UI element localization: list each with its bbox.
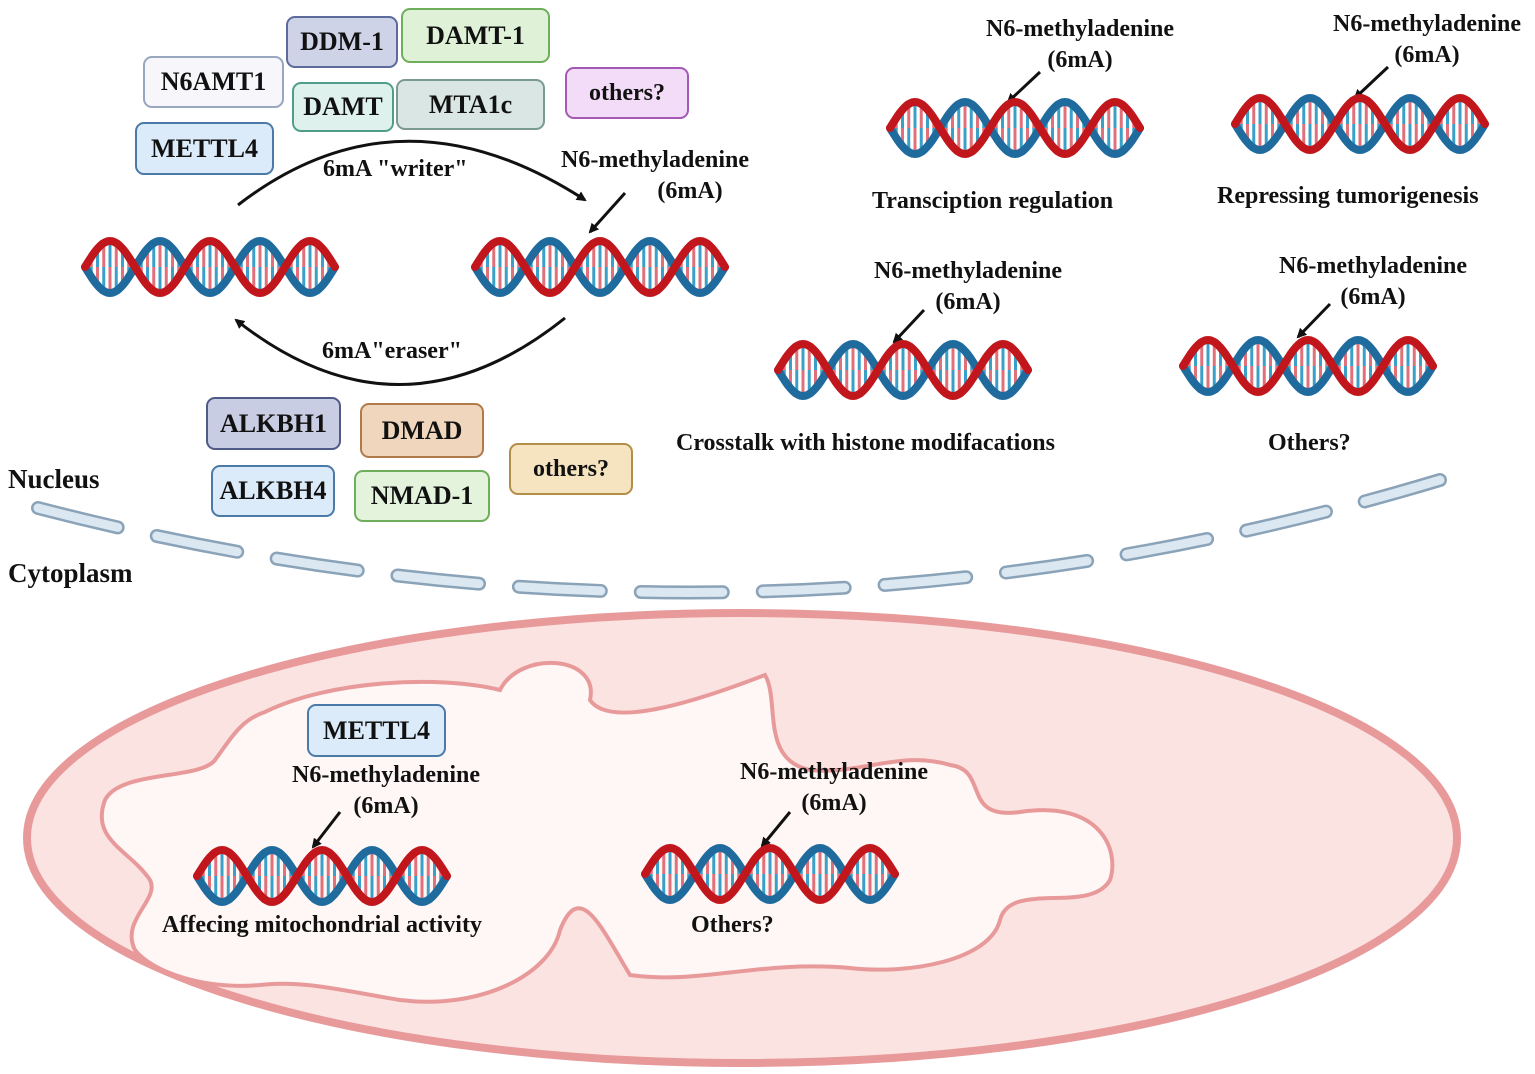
mark-abbr: (6mA) — [657, 178, 723, 204]
mark-label-mito-activity: N6-methyladenine (6mA) — [276, 760, 496, 822]
mark-arrow — [588, 191, 627, 234]
dna-strand-red — [641, 843, 899, 905]
mark-arrow — [1006, 70, 1042, 104]
mark-name: N6-methyladenine — [292, 762, 480, 788]
writer-arrow — [237, 139, 587, 207]
mark-arrow — [1353, 65, 1390, 100]
dna-strand-red — [81, 236, 339, 298]
function-others-nucleus: Others? — [1268, 430, 1351, 456]
dna-helix-mito-activity — [193, 845, 451, 907]
dna-strand-blue — [641, 843, 899, 905]
function-tumorigenesis: Repressing tumorigenesis — [1217, 183, 1479, 209]
mark-name: N6-methyladenine — [1333, 11, 1521, 37]
function-mito-others: Others? — [691, 912, 774, 938]
cytoplasm-label: Cytoplasm — [8, 558, 133, 588]
dna-strand-red — [1179, 335, 1437, 397]
mark-label-others-nucleus: N6-methyladenine (6mA) — [1263, 251, 1483, 313]
dna-helix-transcription — [886, 97, 1144, 159]
dna-strand-blue — [774, 339, 1032, 401]
dna-helix-mito-others — [641, 843, 899, 905]
dna-strand-red — [886, 97, 1144, 159]
enzyme-mettl4: METTL4 — [135, 122, 274, 175]
enzyme-ddm1: DDM-1 — [286, 16, 398, 68]
enzyme-alkbh4: ALKBH4 — [211, 465, 335, 517]
dna-strand-red — [193, 845, 451, 907]
mark-abbr: (6mA) — [1394, 42, 1460, 68]
dna-helix-methylated — [471, 236, 729, 298]
enzyme-damt: DAMT — [292, 82, 394, 132]
dna-helix-tumor — [1231, 93, 1489, 155]
enzyme-damt1: DAMT-1 — [401, 8, 550, 63]
mark-abbr: (6mA) — [801, 790, 867, 816]
enzyme-dmad: DMAD — [360, 403, 484, 458]
mark-name: N6-methyladenine — [740, 759, 928, 785]
mark-abbr: (6mA) — [1340, 284, 1406, 310]
eraser-label: 6mA"eraser" — [322, 338, 462, 364]
function-transcription: Transciption regulation — [872, 188, 1114, 214]
mark-abbr: (6mA) — [935, 289, 1001, 315]
mark-label-histone: N6-methyladenine (6mA) — [858, 256, 1078, 318]
enzyme-n6amt1: N6AMT1 — [143, 56, 284, 108]
mark-arrow — [892, 308, 926, 344]
dna-strand-blue — [886, 97, 1144, 159]
mark-arrow — [1296, 302, 1332, 339]
enzyme-alkbh1: ALKBH1 — [206, 397, 341, 450]
mark-label-transcription: N6-methyladenine (6mA) — [970, 14, 1190, 76]
nucleus-label: Nucleus — [8, 464, 100, 494]
dna-helix-unmethylated — [81, 236, 339, 298]
writer-label: 6mA "writer" — [323, 156, 468, 182]
mark-name: N6-methyladenine — [561, 147, 749, 173]
dna-helix-histone — [774, 339, 1032, 401]
dna-strand-blue — [1231, 93, 1489, 155]
mark-name: N6-methyladenine — [986, 16, 1174, 42]
mark-label-tumor: N6-methyladenine (6mA) — [1317, 9, 1535, 71]
mark-label-mito-others: N6-methyladenine (6mA) — [724, 757, 944, 819]
mark-arrow — [760, 811, 792, 848]
enzyme-mettl4-mito: METTL4 — [307, 704, 446, 757]
dna-helix-others — [1179, 335, 1437, 397]
mark-name: N6-methyladenine — [874, 258, 1062, 284]
enzyme-mta1c: MTA1c — [396, 79, 545, 130]
mark-name: N6-methyladenine — [1279, 253, 1467, 279]
dna-strand-blue — [1179, 335, 1437, 397]
enzyme-others-writer: others? — [565, 67, 689, 119]
dna-strand-red — [1231, 93, 1489, 155]
dna-strand-blue — [193, 845, 451, 907]
mark-abbr: (6mA) — [353, 793, 419, 819]
mark-arrow — [311, 811, 342, 849]
mark-abbr: (6mA) — [1047, 47, 1113, 73]
dna-strand-blue — [81, 236, 339, 298]
dna-strand-red — [471, 236, 729, 298]
function-mito-activity: Affecing mitochondrial activity — [162, 912, 482, 938]
eraser-arrow — [234, 316, 566, 386]
mark-label-cycle: N6-methyladenine (6mA) — [545, 145, 765, 207]
dna-strand-blue — [471, 236, 729, 298]
enzyme-others-eraser: others? — [509, 443, 633, 495]
dna-strand-red — [774, 339, 1032, 401]
function-histone-crosstalk: Crosstalk with histone modifacations — [676, 430, 1055, 456]
enzyme-nmad1: NMAD-1 — [354, 470, 490, 522]
